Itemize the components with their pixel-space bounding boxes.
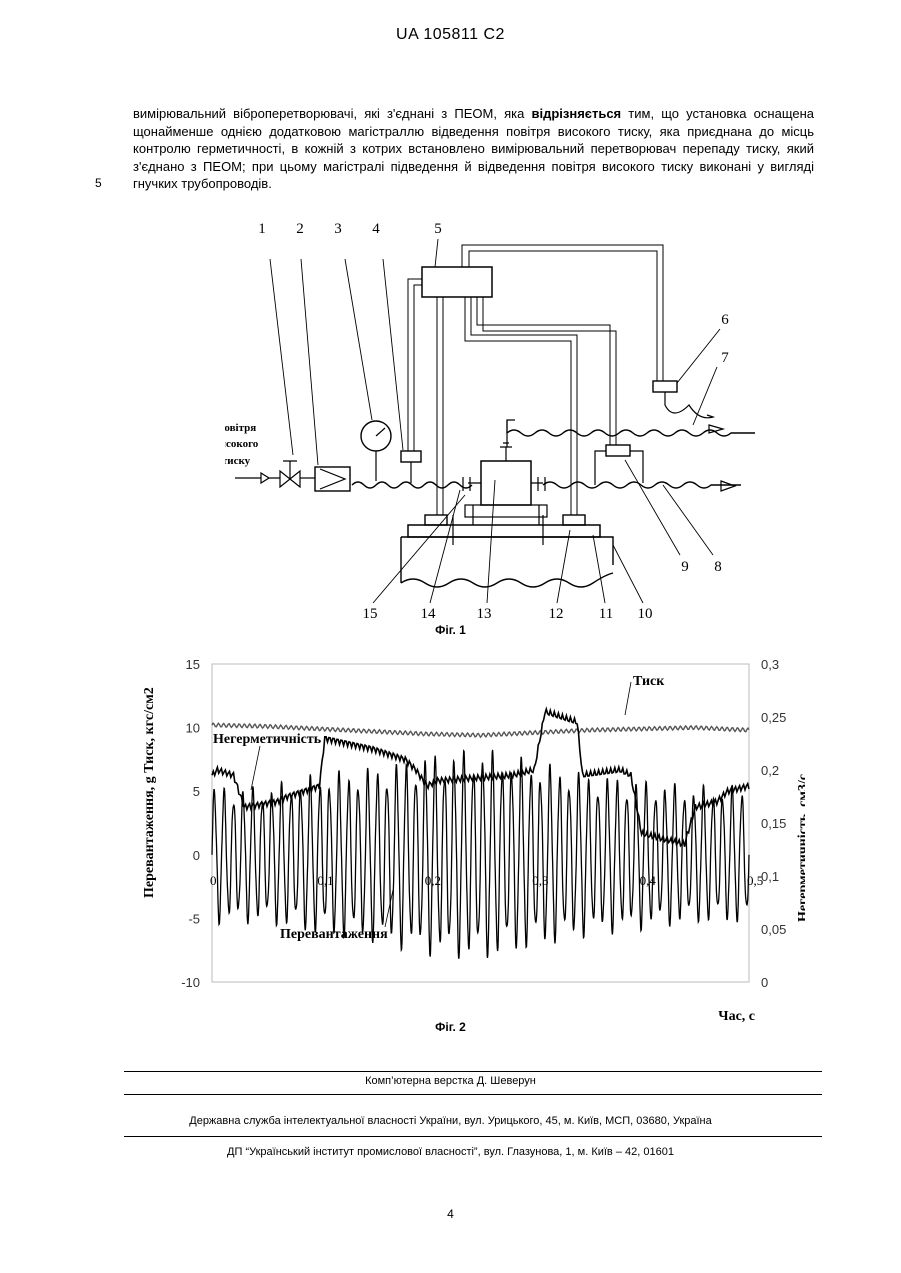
valve-2 xyxy=(280,461,300,487)
part-label-6: 6 xyxy=(721,312,729,328)
outlet-flexible-pipe xyxy=(543,482,741,488)
footer-rule-2 xyxy=(124,1094,822,1095)
y-right-tick-label: 0,1 xyxy=(761,869,779,884)
institute-address: ДП “Український інститут промислової вла… xyxy=(0,1146,901,1158)
y-left-tick-label: 15 xyxy=(186,657,200,672)
y-left-tick-label: -5 xyxy=(188,911,200,926)
footer-rule-3 xyxy=(124,1136,822,1137)
vibro-sensor-12 xyxy=(563,515,585,525)
y-right-tick-label: 0,05 xyxy=(761,922,786,937)
x-tick-label: 0,1 xyxy=(317,873,333,888)
annotation-pressure: Тиск xyxy=(633,674,665,689)
part-label-5: 5 xyxy=(434,221,442,237)
y-right-tick-label: 0,3 xyxy=(761,657,779,672)
y-left-tick-label: -10 xyxy=(181,975,200,990)
part-label-8: 8 xyxy=(714,559,722,575)
page-number: 4 xyxy=(0,1207,901,1221)
line-number: 5 xyxy=(95,176,102,190)
main-flexible-pipe xyxy=(352,482,472,488)
part-label-4: 4 xyxy=(372,221,380,237)
test-object-fittings xyxy=(463,420,545,491)
agency-address: Державна служба інтелектуальної власност… xyxy=(0,1115,901,1127)
pc-block xyxy=(422,267,492,297)
part-label-1: 1 xyxy=(258,221,266,237)
footer-rule-1 xyxy=(124,1071,822,1072)
part-label-15: 15 xyxy=(363,606,378,620)
fixture xyxy=(465,505,547,517)
annotation-leak: Негерметичність xyxy=(213,732,322,747)
air-label-line-2: високого xyxy=(225,438,259,450)
air-label-line-3: тиску xyxy=(225,455,251,467)
y-right-tick-label: 0,15 xyxy=(761,816,786,831)
layout-credit: Комп’ютерна верстка Д. Шеверун xyxy=(0,1075,901,1087)
claim-keyword: відрізняється xyxy=(531,106,621,121)
part-label-9: 9 xyxy=(681,559,689,575)
y-left-label: Перевантаження, g Тиск, кгс/см2 xyxy=(142,687,157,898)
y-left-tick-label: 0 xyxy=(193,848,200,863)
part-label-14: 14 xyxy=(421,606,437,620)
part-label-13: 13 xyxy=(477,606,492,620)
part-label-3: 3 xyxy=(334,221,342,237)
part-label-7: 7 xyxy=(721,350,729,366)
signal-cables xyxy=(408,245,663,515)
sensor-9 xyxy=(606,445,630,456)
y-right-tick-label: 0,2 xyxy=(761,763,779,778)
part-label-12: 12 xyxy=(549,606,564,620)
figure-2-chart: 00,10,20,30,40,5151050-5-100,30,250,20,1… xyxy=(125,650,805,1030)
x-tick-label: 0 xyxy=(210,873,217,888)
document-id-header: UA 105811 C2 xyxy=(0,26,901,44)
x-tick-label: 0,2 xyxy=(425,873,441,888)
y-left-tick-label: 5 xyxy=(193,784,200,799)
figure-1-caption: Фіг. 1 xyxy=(0,623,901,637)
x-tick-label: 0,4 xyxy=(640,873,657,888)
annotation-overload: Перевантаження xyxy=(280,927,388,942)
table-top xyxy=(408,525,600,537)
air-inlet-line xyxy=(235,473,280,483)
figure-1-schematic: 1 2 3 4 5 6 7 8 9 10 11 12 13 14 15 xyxy=(225,215,755,620)
y-right-tick-label: 0,25 xyxy=(761,710,786,725)
part-label-2: 2 xyxy=(296,221,304,237)
y-left-tick-label: 10 xyxy=(186,721,200,736)
y-right-label: Негерметичність, см3/с xyxy=(796,774,805,922)
part-label-11: 11 xyxy=(599,606,613,620)
filter-symbol xyxy=(320,469,345,489)
claim-text-start: вимірювальний віброперетворювачі, які з'… xyxy=(133,106,531,121)
leader-lines xyxy=(270,239,720,603)
x-tick-label: 0,3 xyxy=(532,873,548,888)
sensor-6 xyxy=(653,381,677,392)
test-object xyxy=(481,461,531,505)
claim-paragraph: вимірювальний віброперетворювачі, які з'… xyxy=(133,105,814,193)
sensor-4 xyxy=(401,451,421,462)
air-label-line-1: Повітря xyxy=(225,422,256,434)
part-label-10: 10 xyxy=(638,606,653,620)
vibration-stand xyxy=(401,537,613,587)
figure-2-caption: Фіг. 2 xyxy=(0,1020,901,1034)
outlet-arrow xyxy=(721,481,735,491)
y-right-tick-label: 0 xyxy=(761,975,768,990)
gauge-needle xyxy=(376,428,385,481)
